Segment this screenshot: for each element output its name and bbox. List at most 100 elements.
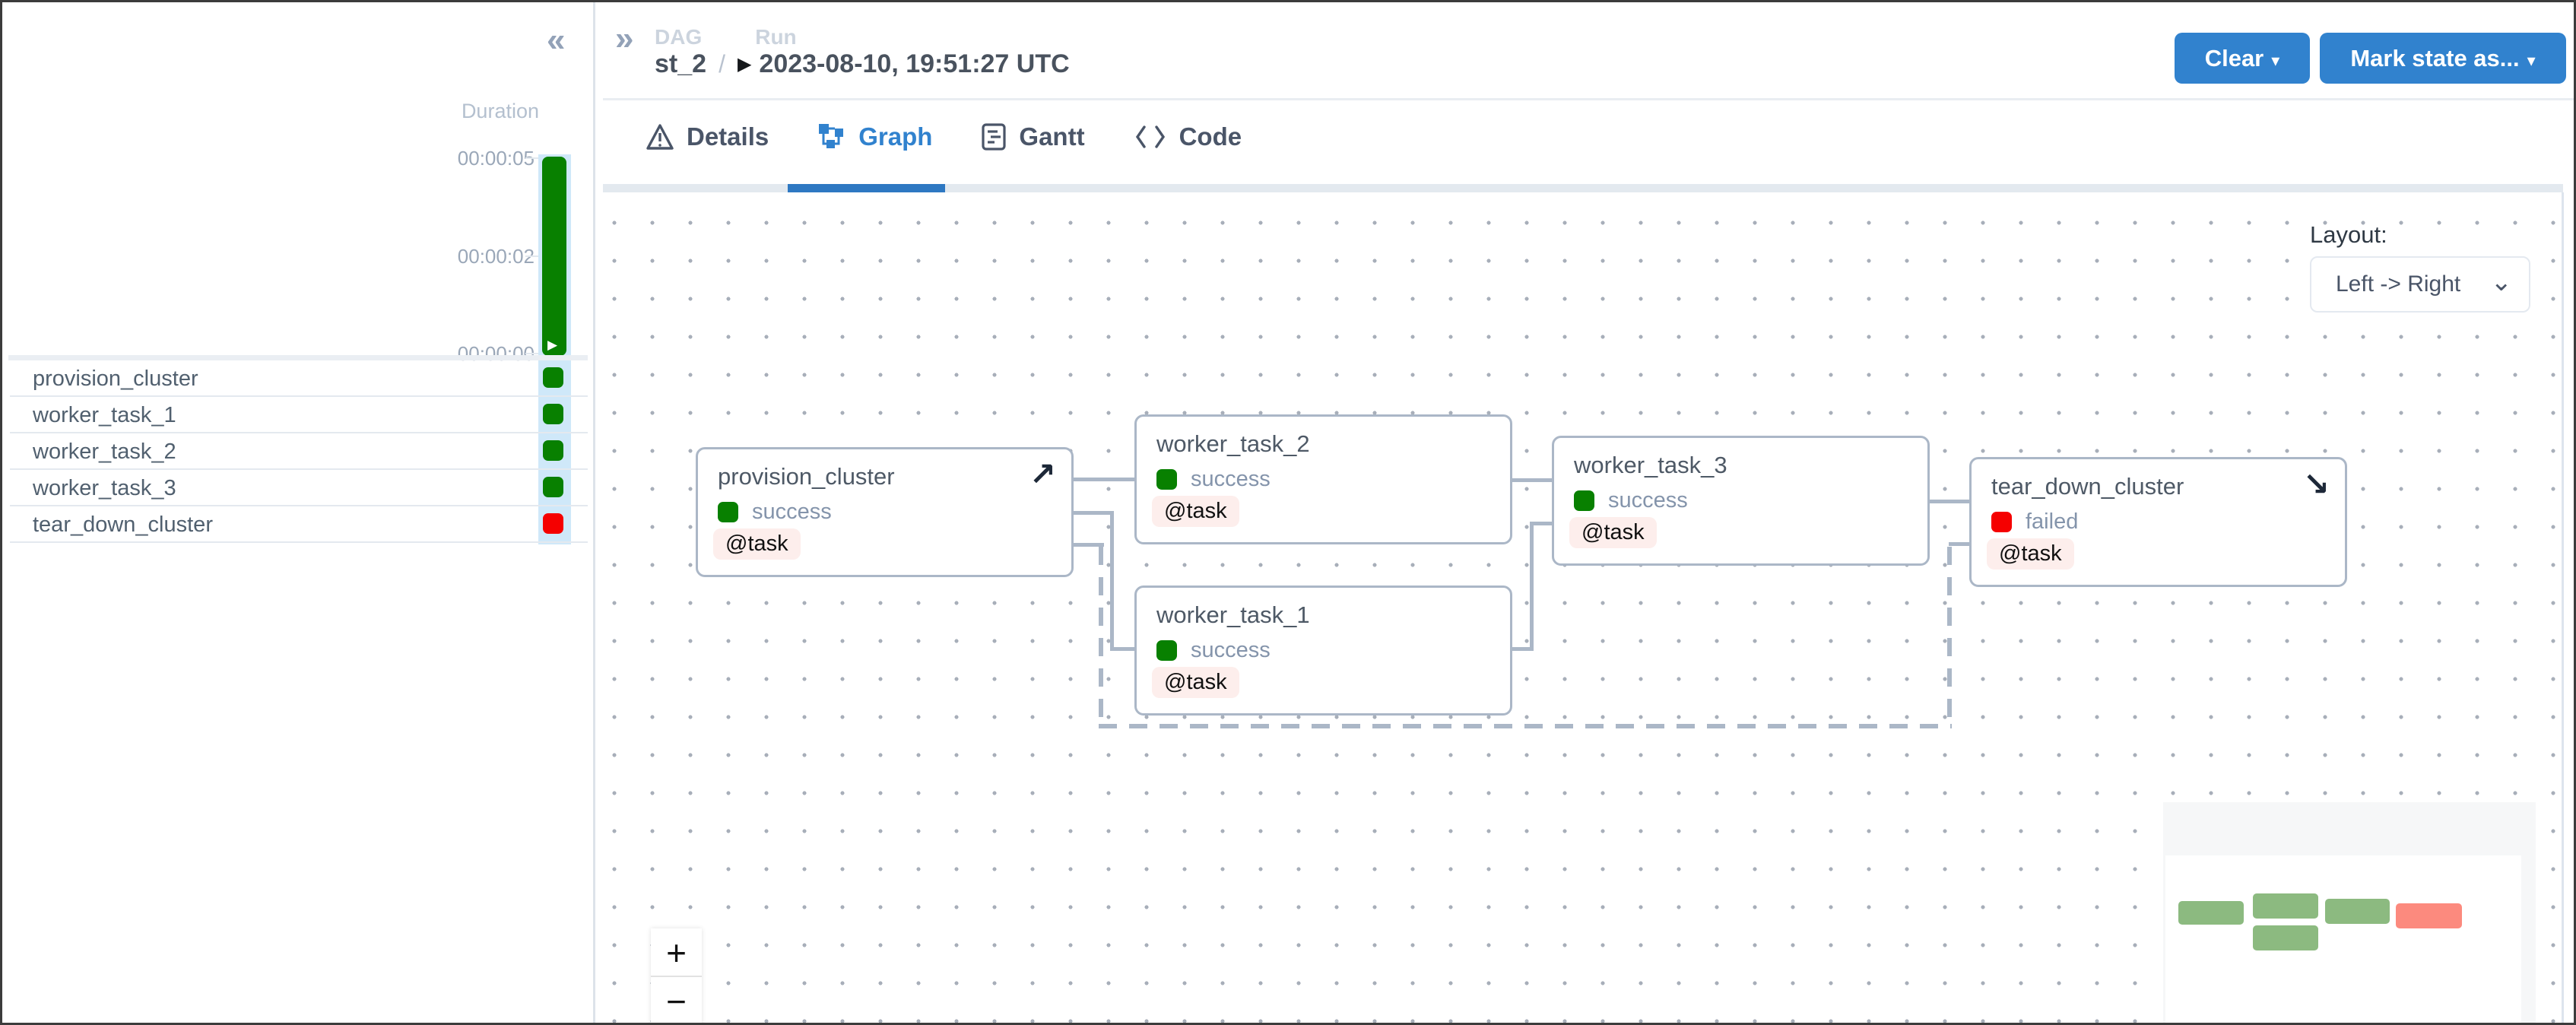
mark-state-as-button[interactable]: Mark state as...▾ [2320, 33, 2566, 84]
breadcrumb-dag-link[interactable]: DAG [655, 25, 703, 49]
zoom-in-button[interactable]: + [651, 928, 702, 977]
task-name[interactable]: worker_task_2 [33, 440, 176, 464]
edge-group-to-teardown [1949, 542, 1969, 546]
task-status-text: success [1191, 638, 1271, 662]
edge-worker1-to-worker3 [1530, 522, 1552, 525]
status-square [1156, 469, 1177, 490]
tab-details[interactable]: Details [646, 122, 769, 151]
minimap-node [2253, 893, 2318, 919]
collapse-sidebar-icon[interactable]: « [547, 21, 566, 59]
tab-graph[interactable]: Graph [817, 122, 932, 151]
graph-minimap[interactable] [2163, 802, 2536, 1023]
task-status-square[interactable] [543, 513, 563, 534]
task-node-title: worker_task_3 [1574, 452, 1727, 478]
task-node-title: provision_cluster [718, 463, 895, 490]
task-status-text: success [1191, 467, 1271, 491]
gridline [525, 255, 539, 257]
task-status-text: failed [2026, 509, 2079, 534]
run-duration-bar[interactable]: ▶ [542, 157, 566, 356]
tab-code[interactable]: Code [1134, 122, 1242, 151]
edge-provision-to-worker1 [1074, 511, 1114, 515]
page-title: st_2 / ▶ 2023-08-10, 19:51:27 UTC [655, 49, 1070, 79]
minimap-viewport[interactable] [2165, 855, 2521, 1023]
grid-sidebar: « Duration 00:00:05 00:00:02 00:00:00 ▶ … [2, 2, 594, 1023]
edge-worker1-to-worker3 [1530, 522, 1534, 651]
gridline [525, 157, 539, 159]
task-decorator-badge: @task [1987, 538, 2074, 570]
header-divider [603, 98, 2574, 100]
layout-label: Layout: [2310, 221, 2387, 248]
caret-down-icon: ▾ [2271, 50, 2280, 70]
duration-tick: 00:00:05 [457, 147, 535, 170]
task-group-boundary [1099, 547, 1103, 726]
task-node-worker-task-3[interactable]: worker_task_3 success @task [1552, 436, 1930, 566]
task-group-boundary [1099, 724, 1952, 728]
code-brackets-icon [1135, 125, 1165, 148]
layout-direction-select[interactable]: Left -> Right ⌄ [2310, 256, 2530, 313]
layout-selected-value: Left -> Right [2336, 271, 2461, 297]
task-status-square[interactable] [543, 404, 563, 424]
task-node-title: tear_down_cluster [1991, 473, 2184, 500]
run-timestamp: 2023-08-10, 19:51:27 UTC [759, 49, 1070, 78]
task-name[interactable]: provision_cluster [33, 367, 198, 391]
duration-tick: 00:00:02 [457, 245, 535, 268]
task-node-title: worker_task_2 [1156, 430, 1310, 457]
task-row[interactable]: worker_task_1 [10, 397, 588, 433]
status-square [1574, 490, 1594, 511]
task-status-square[interactable] [543, 477, 563, 497]
task-decorator-badge: @task [1152, 667, 1239, 698]
dag-graph-canvas[interactable] [603, 192, 2562, 1023]
active-tab-indicator [788, 184, 945, 192]
edge-provision-to-worker2 [1074, 478, 1134, 481]
graph-nodes-icon [819, 124, 844, 148]
task-row[interactable]: worker_task_2 [10, 433, 588, 470]
arrow-up-right-icon[interactable]: ↗ [1029, 456, 1056, 492]
status-square [718, 502, 738, 522]
panel-divider [593, 2, 595, 1023]
warning-triangle-icon [646, 124, 674, 150]
edge-provision-to-worker1 [1110, 647, 1134, 651]
minimap-node [2178, 901, 2244, 925]
gridline [525, 353, 539, 354]
graph-panel-border [2562, 192, 2564, 1023]
task-name[interactable]: tear_down_cluster [33, 512, 213, 537]
task-node-tear-down-cluster[interactable]: tear_down_cluster ↘ failed @task [1969, 457, 2347, 587]
minimap-node [2253, 925, 2318, 950]
task-row[interactable]: provision_cluster [10, 360, 588, 397]
task-status-square[interactable] [543, 440, 563, 461]
breadcrumb: DAG Run [655, 25, 797, 49]
task-status-text: success [1608, 488, 1688, 512]
arrow-down-right-icon[interactable]: ↘ [2302, 466, 2330, 502]
tabs-bottom-border [603, 184, 2563, 192]
task-node-title: worker_task_1 [1156, 601, 1310, 628]
expand-sidebar-icon[interactable]: » [615, 20, 634, 57]
zoom-out-button[interactable]: − [651, 977, 702, 1023]
edge-worker2-to-worker3 [1512, 478, 1552, 482]
edge-worker1-to-worker3 [1512, 647, 1534, 651]
task-node-worker-task-1[interactable]: worker_task_1 success @task [1134, 585, 1512, 716]
clear-button[interactable]: Clear▾ [2175, 33, 2310, 84]
task-row[interactable]: tear_down_cluster [10, 506, 588, 543]
edge-provision-to-worker1 [1110, 511, 1114, 651]
caret-down-icon: ▾ [2527, 50, 2536, 70]
task-status-square[interactable] [543, 367, 563, 388]
task-decorator-badge: @task [713, 528, 801, 560]
chevron-down-icon: ⌄ [2490, 268, 2513, 297]
minimap-node [2325, 899, 2390, 924]
status-square [1156, 640, 1177, 661]
task-status-text: success [752, 500, 832, 524]
task-name[interactable]: worker_task_3 [33, 476, 176, 500]
view-tabs: Details Graph Gantt [646, 122, 1242, 151]
task-row[interactable]: worker_task_3 [10, 470, 588, 506]
task-name[interactable]: worker_task_1 [33, 403, 176, 427]
tab-gantt[interactable]: Gantt [981, 122, 1085, 151]
breadcrumb-separator: / [719, 50, 725, 78]
task-node-worker-task-2[interactable]: worker_task_2 success @task [1134, 414, 1512, 544]
run-type-icon: ▶ [737, 54, 752, 75]
task-node-provision-cluster[interactable]: provision_cluster ↗ success @task [696, 447, 1074, 577]
duration-tick: 00:00:00 [457, 342, 535, 365]
zoom-controls: + − [651, 928, 702, 1023]
breadcrumb-run-link[interactable]: Run [755, 25, 797, 49]
duration-axis-label: Duration [461, 100, 539, 122]
